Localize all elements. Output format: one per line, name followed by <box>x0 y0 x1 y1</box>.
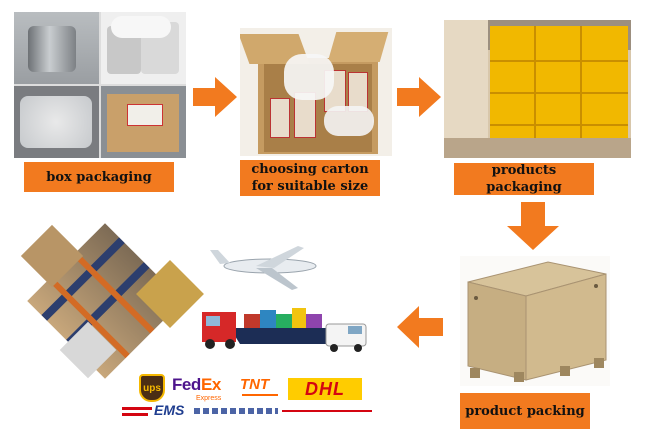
carton-photo <box>240 28 392 156</box>
cargo-ship-icon <box>230 308 340 344</box>
wooden-crate-photo <box>460 256 610 386</box>
step-label-product-packing: product packing <box>460 393 590 429</box>
arrow-right-icon <box>193 77 237 117</box>
ups-logo: ups <box>139 374 165 402</box>
metal-part-image <box>14 12 99 84</box>
carton-box-image <box>101 86 186 158</box>
fedex-logo: Fed Ex Express <box>172 375 222 402</box>
truck-icon <box>202 312 236 349</box>
ups-logo-text: ups <box>143 382 161 394</box>
wrapped-parts-image <box>101 12 186 84</box>
arrow-down-icon <box>507 202 559 250</box>
crate-drawing <box>467 261 607 382</box>
transport-illustration <box>202 246 367 352</box>
step-label-box-packaging: box packaging <box>24 162 174 192</box>
warehouse-collage <box>20 223 210 379</box>
arrow-left-icon <box>397 306 443 348</box>
airplane-icon <box>210 246 317 290</box>
ems-logo: EMS <box>122 402 372 420</box>
box-packaging-photo <box>14 12 186 158</box>
products-packaging-photo <box>444 20 631 158</box>
step-label-choosing-carton: choosing carton for suitable size <box>240 160 380 196</box>
dhl-logo: DHL <box>288 378 362 400</box>
tnt-logo: TNT <box>238 376 282 402</box>
van-icon <box>325 323 367 352</box>
bubble-wrap-image <box>14 86 99 158</box>
arrow-right-icon <box>397 77 441 117</box>
step-label-products-packaging: products packaging <box>454 163 594 195</box>
